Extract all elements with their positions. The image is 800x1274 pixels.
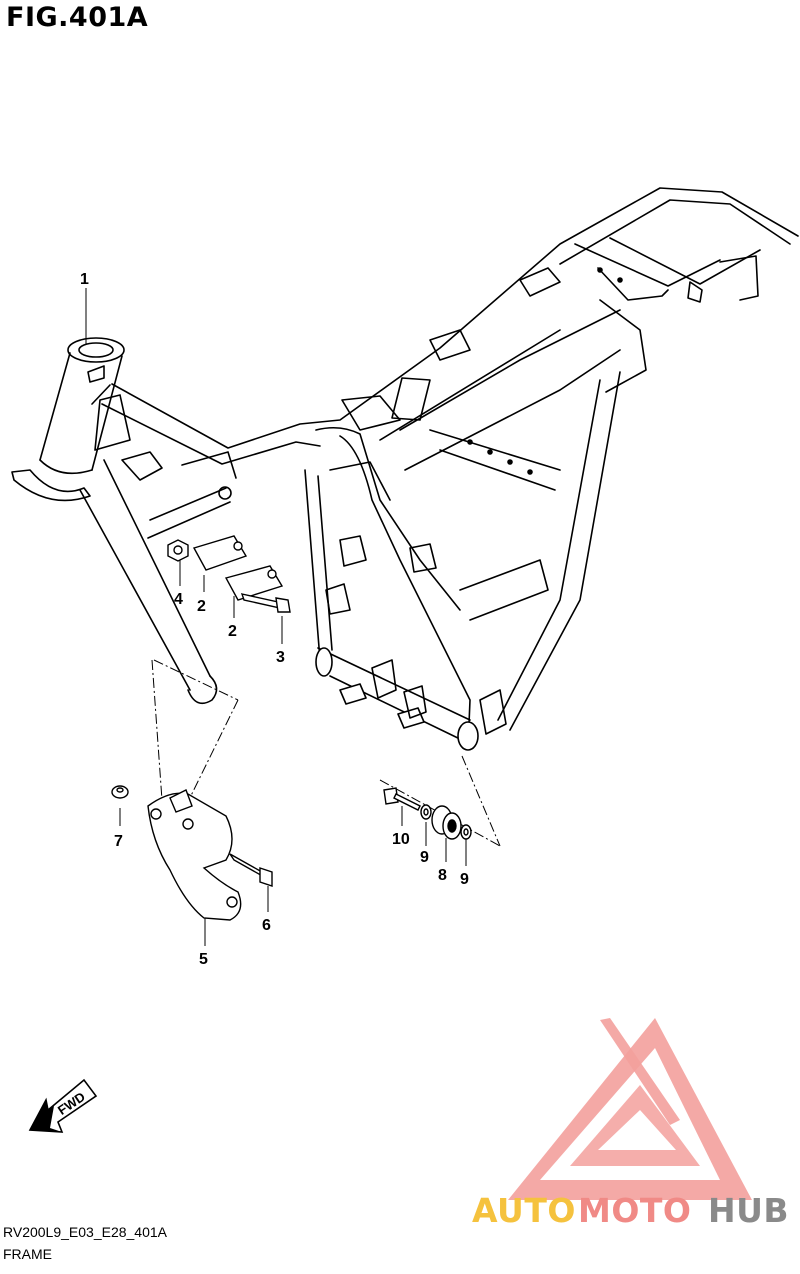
- plate-part-2b: [224, 565, 284, 601]
- diagram-code: RV200L9_E03_E28_401A: [3, 1224, 168, 1240]
- bolt-part-6: [229, 853, 273, 887]
- fwd-arrow-icon: FWD: [28, 1078, 98, 1133]
- watermark-hub: HUB: [708, 1191, 789, 1230]
- callout-9a: 9: [420, 849, 429, 866]
- callout-1: 1: [80, 271, 89, 288]
- nut-part-7: [111, 785, 129, 799]
- main-frame: [11, 187, 799, 751]
- callout-2b: 2: [228, 623, 237, 640]
- watermark-logo: [508, 1018, 752, 1200]
- callout-4: 4: [174, 591, 183, 608]
- watermark-moto: MOTO: [578, 1191, 691, 1230]
- washer-part-9a: [420, 804, 432, 820]
- callout-5: 5: [199, 951, 208, 968]
- leader-lines: [85, 288, 501, 946]
- watermark-text: AUTO MOTO HUB: [472, 1191, 789, 1230]
- bracket-part-5: [147, 789, 242, 921]
- callout-3: 3: [276, 649, 285, 666]
- plate-part-2a: [192, 535, 248, 571]
- callout-9b: 9: [460, 871, 469, 888]
- callout-7: 7: [114, 833, 123, 850]
- bolt-part-3: [240, 593, 291, 613]
- nut-part-4: [167, 539, 189, 562]
- callout-labels: 1 2 2 3 4 5 6 7 8 9 9 10: [80, 271, 469, 968]
- watermark-auto: AUTO: [472, 1191, 576, 1230]
- steering-head-tube: [11, 337, 125, 502]
- figure-title: FIG.401A: [6, 2, 149, 33]
- callout-2a: 2: [197, 598, 206, 615]
- callout-10: 10: [392, 831, 410, 848]
- bushing-part-8: [431, 805, 462, 840]
- callout-6: 6: [262, 917, 271, 934]
- callout-8: 8: [438, 867, 447, 884]
- bolt-part-10: [383, 787, 421, 811]
- washer-part-9b: [460, 824, 472, 840]
- small-parts: [111, 535, 472, 921]
- diagram-name: FRAME: [3, 1246, 52, 1262]
